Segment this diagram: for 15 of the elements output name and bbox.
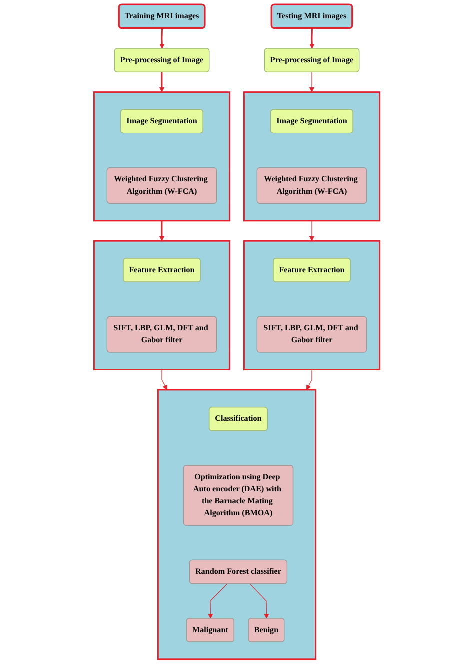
cluster [157, 389, 317, 660]
arrow [162, 370, 168, 390]
cluster [244, 92, 380, 222]
arrow [160, 28, 165, 49]
arrow [309, 220, 315, 242]
cluster [94, 92, 230, 222]
cluster [94, 240, 230, 370]
arrow [306, 370, 312, 390]
arrow [159, 220, 165, 242]
arrow [310, 28, 315, 49]
cluster [244, 240, 380, 370]
arrow [208, 584, 228, 619]
arrow [250, 584, 270, 619]
arrow [309, 72, 315, 93]
arrow [159, 72, 165, 93]
